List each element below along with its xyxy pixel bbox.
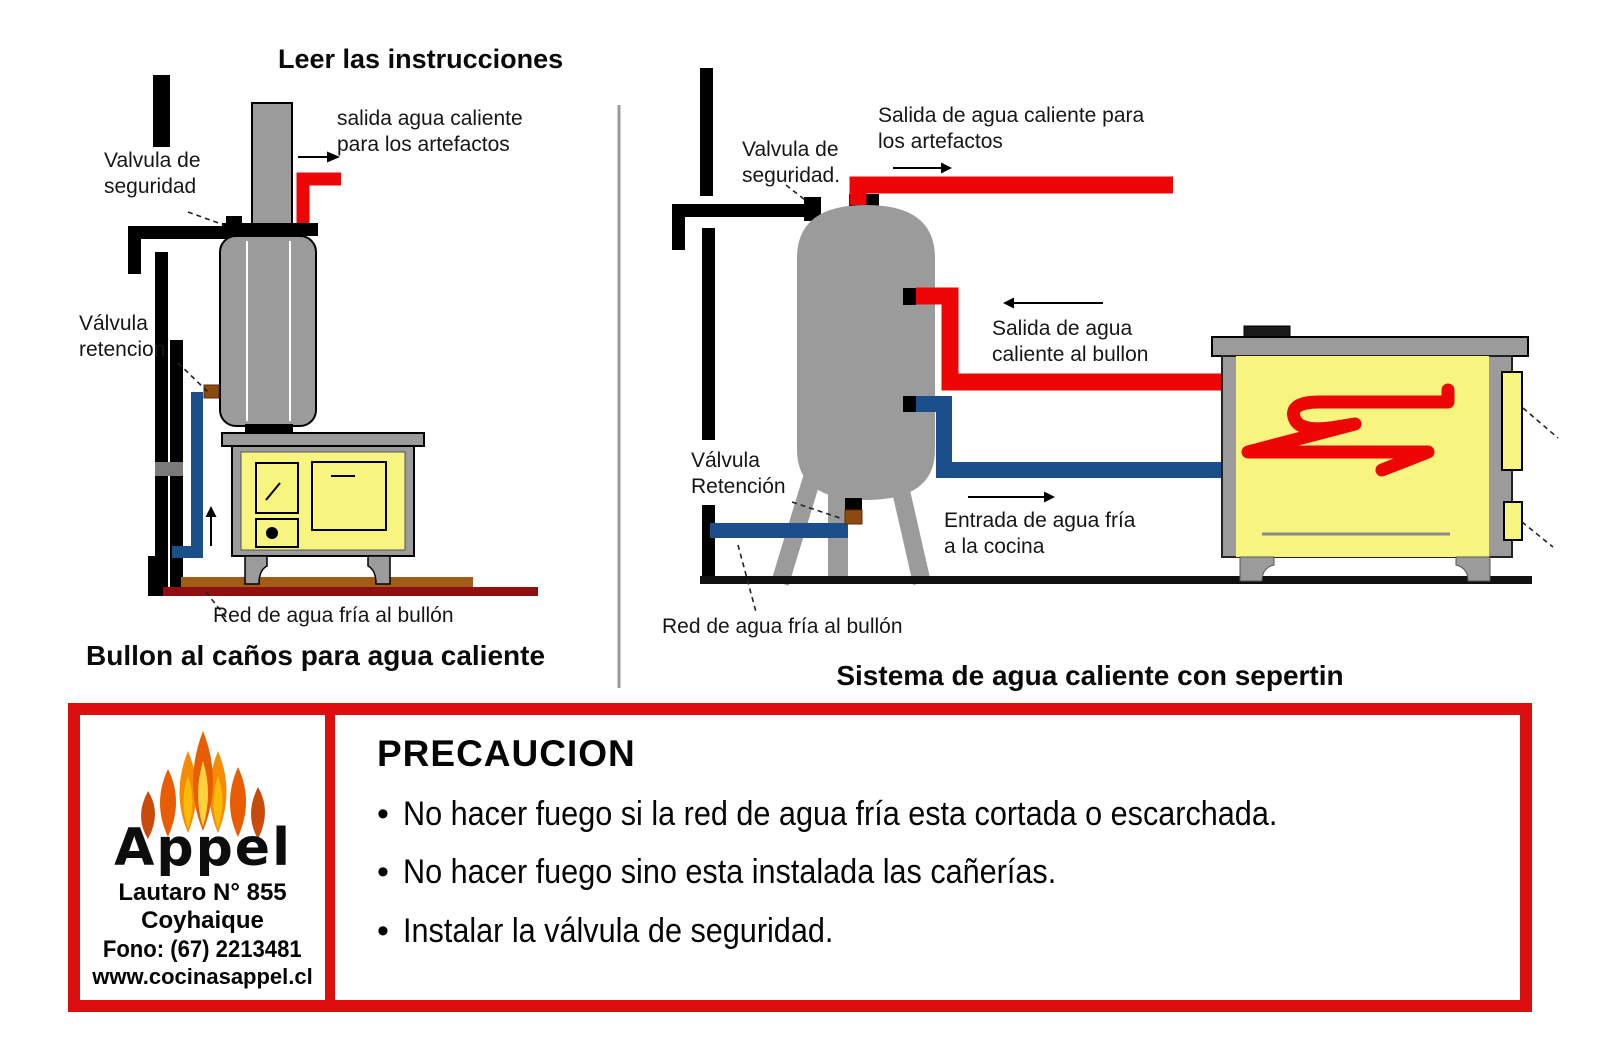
warning-text: No hacer fuego si la red de agua fría es…	[402, 795, 1278, 833]
left-stove-firebox-door	[255, 462, 299, 514]
left-stove-leg	[367, 555, 391, 585]
right-retention-fitting	[844, 509, 863, 525]
right-pointer-lines	[737, 184, 1559, 613]
warning-box-divider	[325, 715, 335, 1000]
warning-box: Appel Lautaro N° 855 Coyhaique Fono: (67…	[68, 703, 1532, 1012]
warning-text: Instalar la válvula de seguridad.	[402, 911, 834, 950]
left-diagram	[128, 75, 538, 621]
serpentine-coil	[1241, 383, 1455, 477]
brand-panel: Appel Lautaro N° 855 Coyhaique Fono: (67…	[80, 715, 325, 1000]
website-url: www.cocinasappel.cl	[92, 963, 313, 989]
flame-icon	[140, 731, 265, 839]
right-cold-supply-line	[710, 498, 863, 538]
right-retention-valve-label: Válvula Retención	[691, 449, 786, 499]
left-stove-ash-door	[255, 518, 299, 548]
address-block: Lautaro N° 855 Coyhaique Fono: (67) 2213…	[92, 879, 312, 990]
left-chimney	[251, 102, 293, 231]
ground-line	[700, 576, 1532, 584]
address-city: Coyhaique	[141, 907, 264, 935]
right-cold-in-label: Entrada de agua fría a la cocina	[944, 509, 1136, 559]
right-diagram	[672, 68, 1559, 613]
left-diagram-caption: Bullon al caños para agua caliente	[86, 640, 546, 671]
right-hot-pipe-out	[849, 176, 1173, 205]
left-cold-pipe-blue	[172, 392, 203, 558]
diagram-canvas	[128, 68, 1559, 688]
appel-fire-logo: Appel	[114, 731, 292, 877]
left-hot-pipe	[296, 172, 341, 230]
flow-up-arrow-icon	[205, 506, 217, 546]
stove-side-door-upper	[1501, 371, 1523, 471]
right-stove-leg	[1239, 556, 1275, 582]
bullet-dot-icon: •	[377, 911, 389, 950]
warning-bullet: • No hacer fuego si la red de agua fría …	[377, 795, 1512, 833]
left-cold-supply-label: Red de agua fría al bullón	[213, 604, 454, 627]
stove-side-door-lower	[1503, 501, 1523, 541]
right-cold-pipe-blue	[903, 396, 1383, 478]
brand-wordmark: Appel	[114, 818, 292, 877]
warning-title: PRECAUCION	[377, 733, 636, 774]
right-diagram-caption: Sistema de agua caliente con sepertin	[836, 660, 1344, 691]
warning-bullet: • Instalar la válvula de seguridad.	[377, 911, 1512, 950]
bullet-dot-icon: •	[377, 795, 389, 833]
stove-chimney-cap	[1243, 325, 1291, 338]
right-retention-fitting-black	[845, 498, 862, 510]
right-stove-leg	[1455, 556, 1491, 582]
left-hot-out-label: salida agua caliente para los artefactos	[337, 107, 523, 157]
left-pointer-lines	[177, 211, 229, 621]
flow-left-arrow-icon	[1003, 297, 1103, 309]
left-arrows	[205, 151, 340, 546]
left-tank-bullon	[219, 223, 318, 433]
phone-number: Fono: (67) 2213481	[103, 935, 302, 963]
right-safety-valve-label: Valvula de seguridad.	[742, 138, 841, 188]
bullet-dot-icon: •	[377, 853, 389, 892]
warning-panel: PRECAUCION • No hacer fuego si la red de…	[335, 715, 1520, 1000]
left-stove-oven-door	[311, 461, 387, 531]
warning-bullet: • No hacer fuego sino esta instalada las…	[377, 853, 1512, 892]
address-street: Lautaro N° 855	[118, 879, 287, 906]
right-tank-bullon	[797, 194, 935, 500]
left-diagram-title: Leer las instrucciones	[278, 44, 564, 74]
left-stove-leg	[244, 555, 268, 585]
right-arrows	[893, 162, 1103, 503]
flow-right-arrow-icon	[893, 162, 952, 174]
right-cold-supply-label: Red de agua fría al bullón	[662, 615, 903, 638]
left-retention-fitting	[203, 384, 220, 399]
flow-right-arrow-icon	[298, 151, 340, 163]
left-retention-valve-label: Válvula retencion	[79, 312, 166, 362]
right-hot-pipe-to-stove	[903, 287, 1448, 391]
warning-text: No hacer fuego sino esta instalada las c…	[402, 853, 1057, 892]
right-hot-out-label: Salida de agua caliente para los artefac…	[878, 104, 1145, 154]
left-safety-valve-label: Valvula de seguridad	[104, 149, 201, 199]
right-hot-to-tank-label: Salida de agua caliente al bullon	[992, 317, 1149, 367]
right-safety-valve	[804, 197, 821, 221]
left-stove	[221, 432, 425, 585]
flow-right-arrow-icon	[968, 491, 1055, 503]
left-floor	[163, 577, 538, 596]
